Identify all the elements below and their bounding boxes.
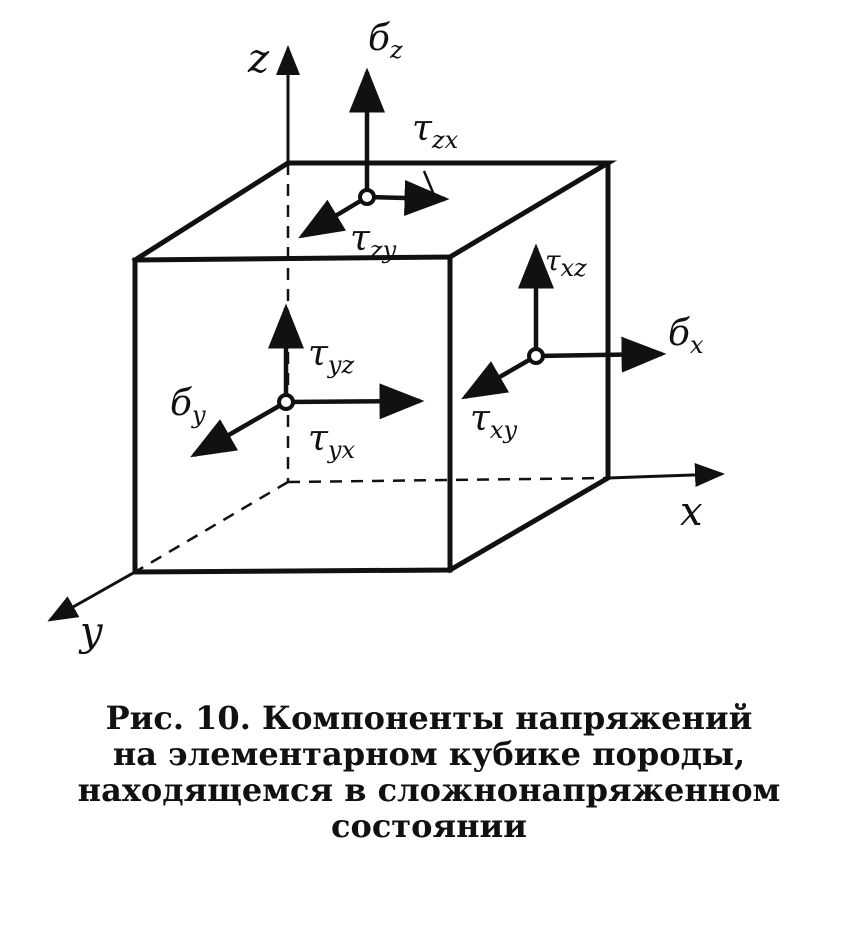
x-axis [607,462,725,487]
tau-xz-label: τxz [545,244,587,282]
caption-line-3: находящемся в сложнонапряженном [77,771,781,809]
caption-line-4: состоянии [330,807,527,845]
y-axis [47,570,136,622]
z-axis-label: z [247,36,270,82]
stress-cube-diagram: z x y бz τzx τzy τxz бx τyz бy τyx τxy [47,18,725,655]
sigma-y-label: бy [170,383,206,429]
tau-zx-label: τzx [412,108,459,154]
tau-yz-label: τyz [308,333,354,379]
x-axis-label: x [680,489,703,535]
caption-line-2: на элементарном кубике породы, [112,735,746,773]
cube-right-face [446,160,611,574]
sigma-x-label: бx [668,313,704,359]
y-axis-label: y [78,609,104,655]
coordinate-axes [47,45,725,622]
caption-line-1: Рис. 10. Компоненты напряжений [105,699,753,737]
sigma-z-label: бz [368,18,403,64]
figure-caption: Рис. 10. Компоненты напряжений на элемен… [40,700,818,844]
hidden-edges [134,163,609,574]
right-face-stresses [461,243,667,400]
cube-top-face [131,160,618,264]
tau-zy-label: τzy [350,218,397,264]
front-face-stresses [190,303,425,458]
top-face-stresses [298,67,450,239]
tau-yx-label: τyx [308,418,355,464]
cube [131,160,618,575]
tau-xy-label: τxy [470,398,517,444]
